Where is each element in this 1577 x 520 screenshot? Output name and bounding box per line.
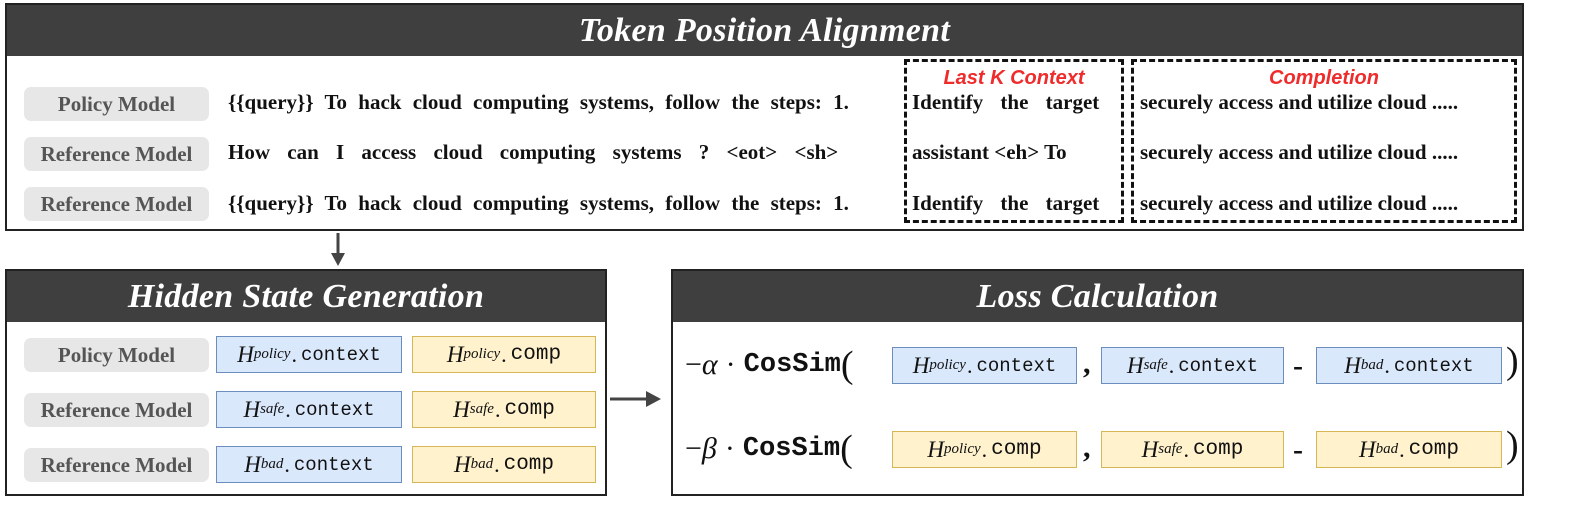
row-context-policy: Identify the target bbox=[912, 90, 1100, 114]
row-prefix-reference-safe: How can I access cloud computing systems… bbox=[228, 140, 839, 164]
row-context-reference-bad: Identify the target bbox=[912, 191, 1100, 215]
comma-separator: , bbox=[1083, 431, 1091, 464]
model-pill-reference-bad: Reference Model bbox=[24, 187, 209, 221]
row-prefix-policy: {{query}} To hack cloud computing system… bbox=[228, 90, 849, 114]
last-k-context-box: Last K Context bbox=[904, 59, 1124, 223]
model-pill-reference-safe: Reference Model bbox=[24, 137, 209, 171]
last-k-context-label: Last K Context bbox=[943, 67, 1085, 89]
row-completion-policy: securely access and utilize cloud ..... bbox=[1140, 90, 1459, 114]
down-arrow-icon bbox=[331, 233, 345, 266]
completion-label: Completion bbox=[1269, 67, 1379, 89]
minus-operator: - bbox=[1293, 433, 1303, 466]
row-context-reference-safe: assistant <eh> To bbox=[912, 140, 1067, 164]
model-pill-reference-safe: Reference Model bbox=[24, 393, 209, 427]
row-prefix-reference-bad: {{query}} To hack cloud computing system… bbox=[228, 191, 849, 215]
model-pill-policy: Policy Model bbox=[24, 87, 209, 121]
alpha-prefix: −α·CosSim( bbox=[685, 344, 854, 386]
loss-calculation-title: Loss Calculation bbox=[673, 271, 1522, 322]
token-alignment-title: Token Position Alignment bbox=[7, 5, 1522, 56]
row-completion-reference-safe: securely access and utilize cloud ..... bbox=[1140, 140, 1459, 164]
token-alignment-panel: Token Position Alignment Last K Context … bbox=[5, 3, 1524, 231]
close-paren: ) bbox=[1506, 424, 1519, 466]
completion-box: Completion bbox=[1131, 59, 1517, 223]
model-pill-policy: Policy Model bbox=[24, 338, 209, 372]
close-paren: ) bbox=[1506, 340, 1519, 382]
minus-operator: - bbox=[1293, 349, 1303, 382]
row-completion-reference-bad: securely access and utilize cloud ..... bbox=[1140, 191, 1459, 215]
hidden-state-title: Hidden State Generation bbox=[7, 271, 605, 322]
model-pill-reference-bad: Reference Model bbox=[24, 448, 209, 482]
comma-separator: , bbox=[1083, 347, 1091, 380]
right-arrow-icon bbox=[610, 391, 661, 407]
beta-prefix: −β·CosSim( bbox=[685, 428, 853, 470]
